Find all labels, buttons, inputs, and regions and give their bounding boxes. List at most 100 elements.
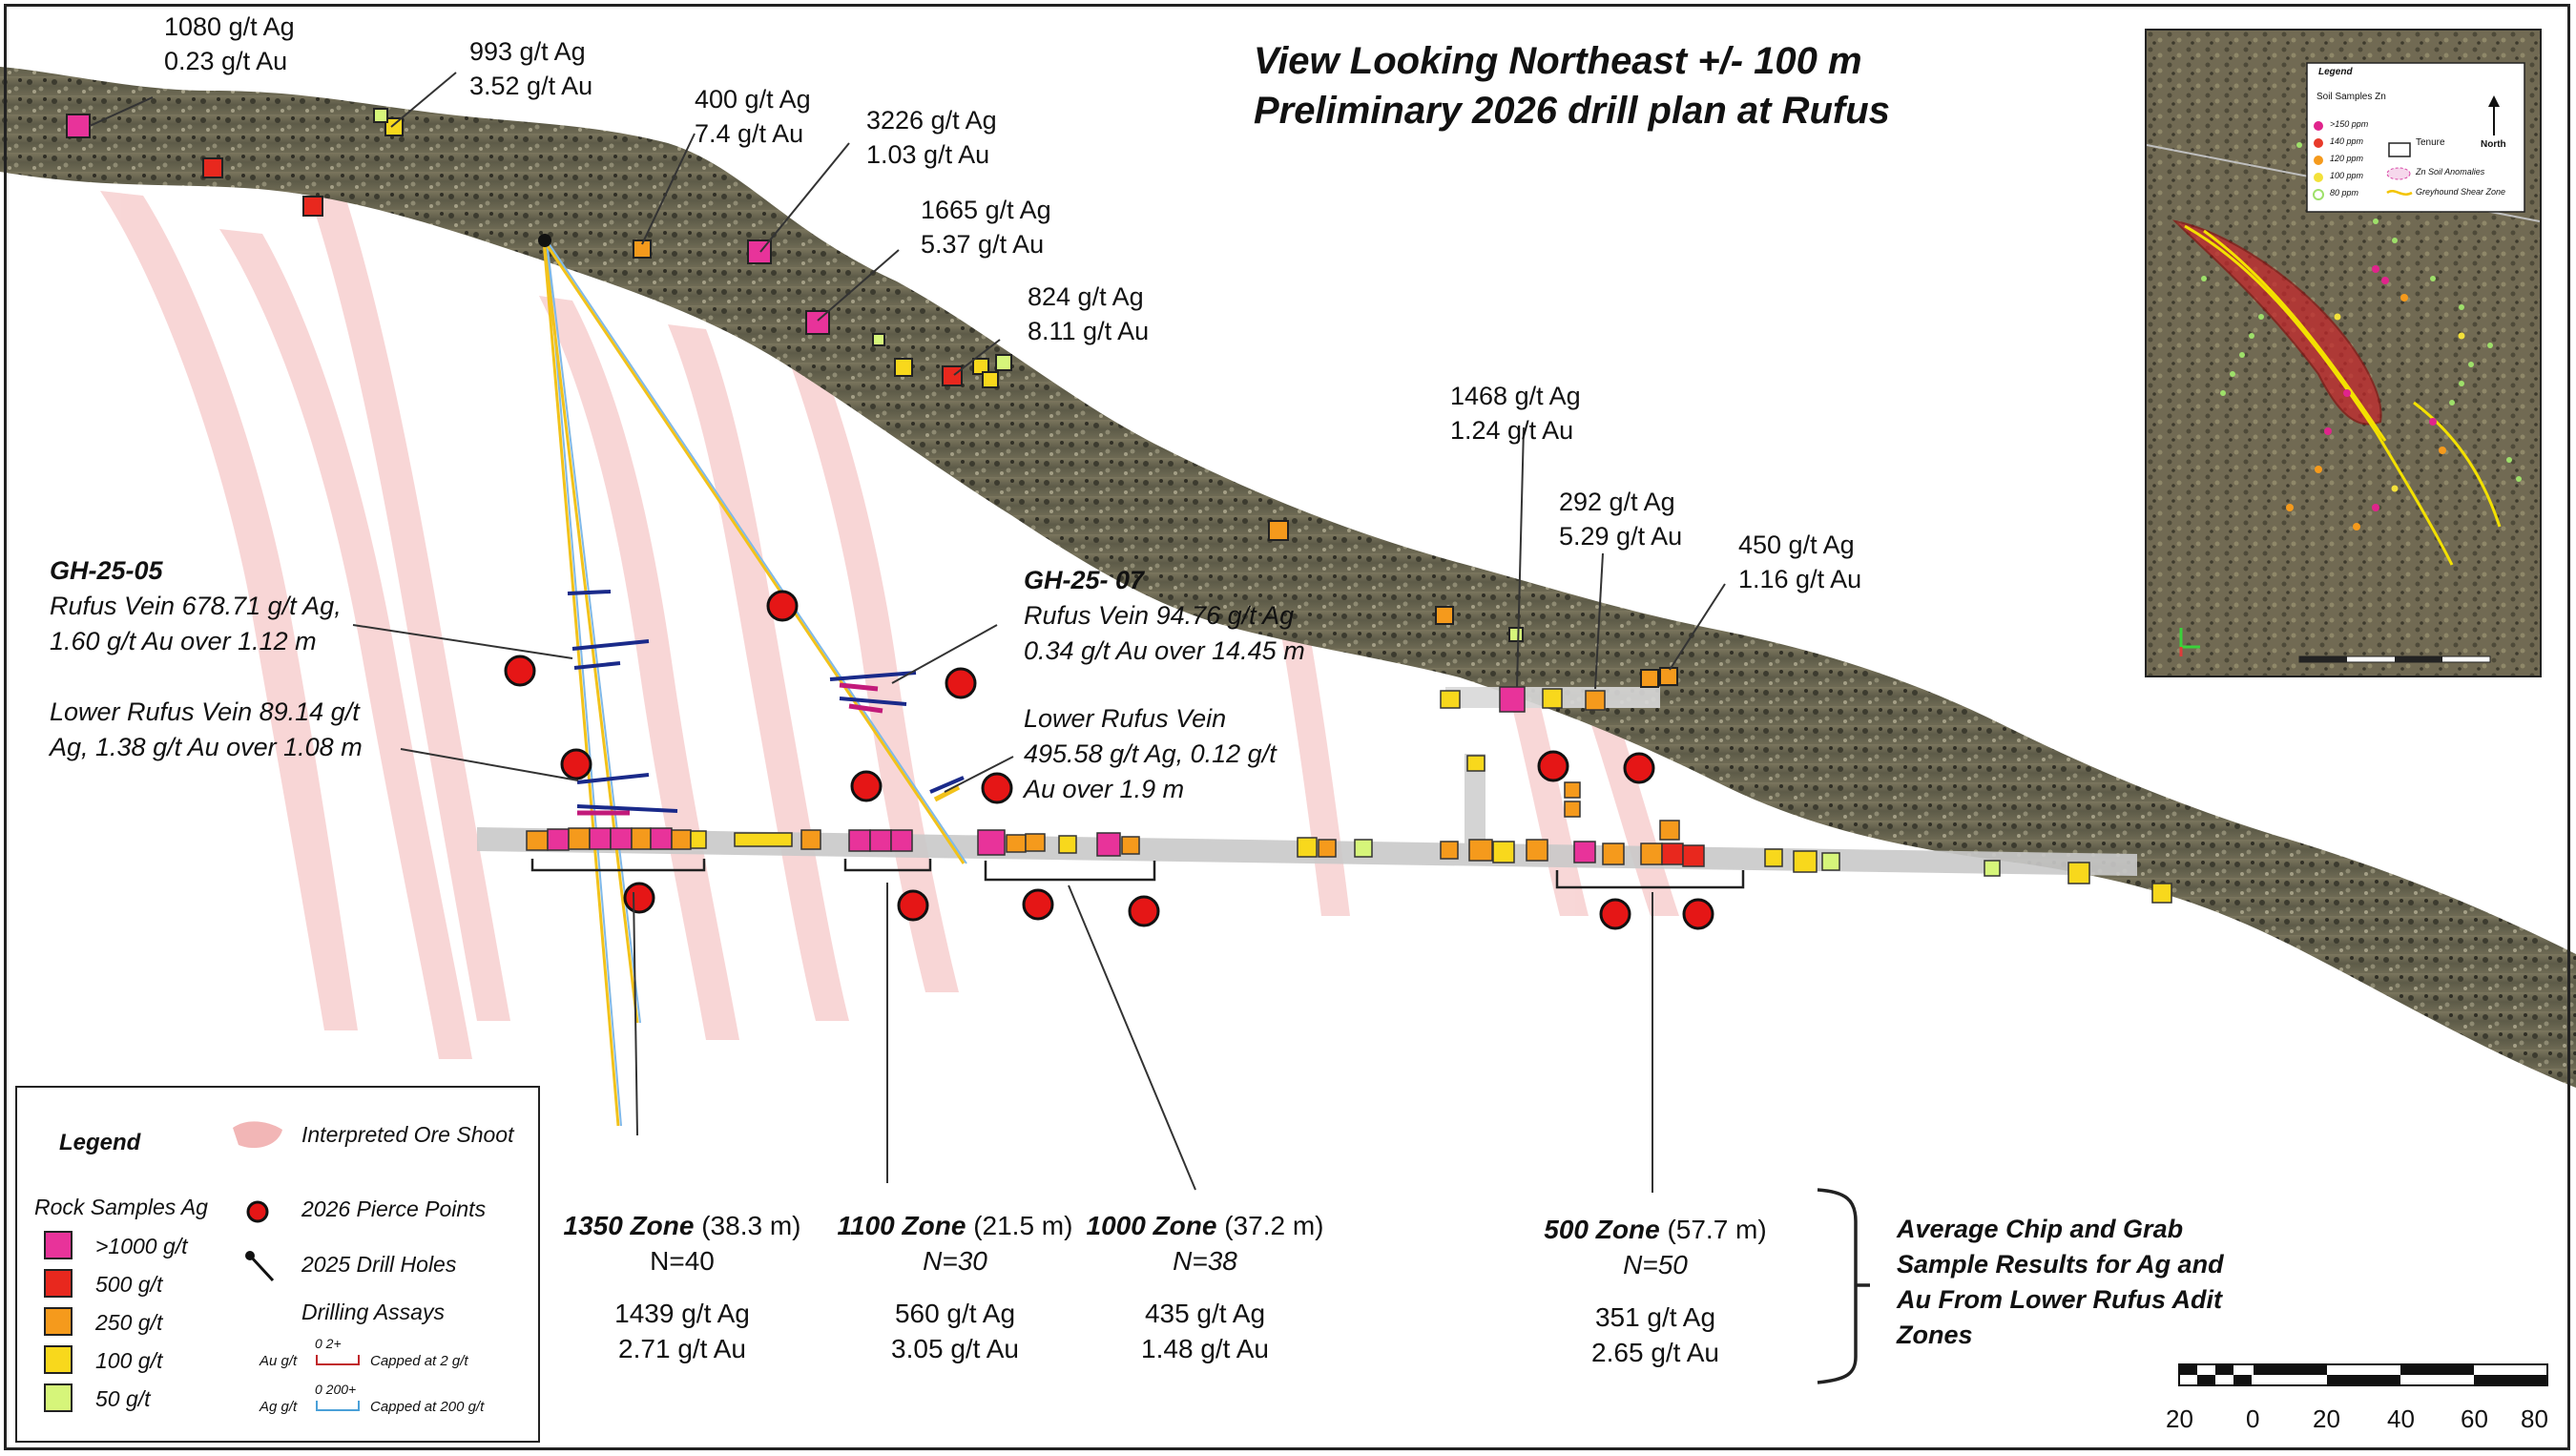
inset-zn-anomalies: Zn Soil Anomalies [2416,167,2485,177]
legend-swatch-100 [44,1345,73,1374]
sample-ag: 1080 g/t Ag [164,12,295,41]
legend-swatch-250 [44,1307,73,1336]
zone-au: 2.65 g/t Au [1591,1338,1719,1367]
inset-legend-title: Legend [2318,67,2353,77]
note-line-4: Zones [1897,1321,1973,1349]
legend-swatch-50 [44,1383,73,1412]
au-assay-cap: Capped at 2 g/t [370,1353,468,1369]
lower-vein-label-05: Lower Rufus Vein 89.14 g/t Ag, 1.38 g/t … [50,695,363,765]
ore-shoot-swatch-icon [233,1121,282,1149]
adit-samples [526,686,2172,904]
scale-tick: 20 [2313,1404,2340,1433]
lower-vein-line-2: Ag, 1.38 g/t Au over 1.08 m [50,733,363,761]
location-inset-map: Legend Soil Samples Zn >150 ppm 140 ppm … [2145,29,2542,677]
pierce-point-icon [246,1200,269,1223]
figure-title: View Looking Northeast +/- 100 m Prelimi… [1254,36,1890,135]
sample-au: 7.4 g/t Au [695,119,804,148]
drill-hole-name: GH-25- 07 [1024,566,1145,594]
note-line-1: Average Chip and Grab [1897,1215,2184,1243]
lower-vein-label-07: Lower Rufus Vein 495.58 g/t Ag, 0.12 g/t… [1024,701,1277,807]
zone-length: (21.5 m) [973,1211,1073,1240]
sample-au: 0.23 g/t Au [164,47,288,75]
legend-rock-samples-title: Rock Samples Ag [34,1195,208,1219]
surface-rock-samples [66,108,1678,688]
ag-assay-label: Ag g/t [260,1399,298,1415]
sample-label-993: 993 g/t Ag 3.52 g/t Au [469,34,592,103]
drill-hole-result: Rufus Vein 94.76 g/t Ag [1024,601,1295,630]
lower-vein-line-3: Au over 1.9 m [1024,775,1185,803]
legend-class-label: 100 g/t [95,1348,163,1373]
pierce-points-2026 [504,590,1714,930]
sample-label-450: 450 g/t Ag 1.16 g/t Au [1738,528,1861,596]
zone-summary-1000: 1000 Zone (37.2 m) N=38 435 g/t Ag 1.48 … [1076,1208,1334,1366]
sample-au: 3.52 g/t Au [469,72,593,100]
zone-length: (57.7 m) [1667,1215,1767,1244]
zone-name: 1000 Zone [1086,1211,1217,1240]
drill-hole-result-2: 1.60 g/t Au over 1.12 m [50,627,317,655]
lower-vein-line-2: 495.58 g/t Ag, 0.12 g/t [1024,739,1277,768]
sample-ag: 400 g/t Ag [695,85,811,114]
drill-hole-result-2: 0.34 g/t Au over 14.45 m [1024,636,1305,665]
inset-soil-class: 80 ppm [2330,188,2359,198]
sample-label-1080: 1080 g/t Ag 0.23 g/t Au [164,10,295,78]
legend-pierce-points: 2026 Pierce Points [301,1196,487,1221]
zone-count: N=50 [1623,1250,1688,1279]
zone-name: 500 Zone [1544,1215,1660,1244]
sample-au: 1.16 g/t Au [1738,565,1862,593]
map-legend: Legend Rock Samples Ag >1000 g/t 500 g/t… [15,1086,540,1443]
sample-label-3226: 3226 g/t Ag 1.03 g/t Au [866,103,997,172]
sample-label-292: 292 g/t Ag 5.29 g/t Au [1559,485,1682,553]
sample-ag: 450 g/t Ag [1738,530,1855,559]
au-assay-range: 0 2+ [315,1336,342,1351]
legend-class-label: 50 g/t [95,1386,151,1411]
zone-summary-1350: 1350 Zone (38.3 m) N=40 1439 g/t Ag 2.71… [553,1208,811,1366]
zone-length: (37.2 m) [1224,1211,1324,1240]
legend-class-label: 250 g/t [95,1310,163,1335]
zone-au: 1.48 g/t Au [1141,1334,1269,1363]
au-assay-bar-icon [316,1355,360,1365]
title-line-1: View Looking Northeast +/- 100 m [1254,40,1862,82]
legend-swatch-1000 [44,1231,73,1259]
zone-summary-500: 500 Zone (57.7 m) N=50 351 g/t Ag 2.65 g… [1527,1212,1784,1370]
sample-label-400: 400 g/t Ag 7.4 g/t Au [695,82,811,151]
inset-map-graphic [2147,31,2540,676]
drill-hole-label-gh-25-07: GH-25- 07 Rufus Vein 94.76 g/t Ag 0.34 g… [1024,563,1305,669]
zone-au: 2.71 g/t Au [618,1334,746,1363]
legend-swatch-500 [44,1269,73,1298]
legend-title: Legend [59,1130,141,1155]
sample-ag: 824 g/t Ag [1028,282,1144,311]
drill-hole-icon [245,1251,275,1282]
zone-count: N=40 [650,1246,715,1276]
scale-bar: 20 0 20 40 60 80 [2166,1362,2549,1439]
scale-bar-graphic [2178,1363,2548,1386]
legend-drilling-assays: Drilling Assays [301,1300,445,1324]
inset-shear-zone: Greyhound Shear Zone [2416,187,2506,197]
drill-hole-label-gh-25-05: GH-25-05 Rufus Vein 678.71 g/t Ag, 1.60 … [50,553,342,659]
zone-ag: 435 g/t Ag [1144,1299,1266,1328]
title-line-2: Preliminary 2026 drill plan at Rufus [1254,90,1890,132]
zone-name: 1350 Zone [563,1211,695,1240]
inset-soil-class: >150 ppm [2330,119,2369,129]
sample-label-824: 824 g/t Ag 8.11 g/t Au [1028,280,1149,348]
sample-au: 5.29 g/t Au [1559,522,1683,551]
legend-class-label: >1000 g/t [95,1234,188,1258]
scale-tick: 60 [2461,1404,2488,1433]
legend-class-label: 500 g/t [95,1272,163,1297]
scale-tick: 80 [2521,1404,2548,1433]
zone-count: N=30 [923,1246,987,1276]
sample-label-1665: 1665 g/t Ag 5.37 g/t Au [921,193,1051,261]
drill-hole-result: Rufus Vein 678.71 g/t Ag, [50,592,342,620]
terrain-surface [0,67,2576,1088]
sample-au: 1.03 g/t Au [866,140,990,169]
sample-au: 8.11 g/t Au [1028,317,1150,345]
sample-au: 1.24 g/t Au [1450,416,1574,445]
zone-length: (38.3 m) [701,1211,801,1240]
average-results-note: Average Chip and Grab Sample Results for… [1897,1212,2224,1353]
sample-ag: 993 g/t Ag [469,37,586,66]
inset-tenure: Tenure [2416,137,2445,148]
sample-label-1468: 1468 g/t Ag 1.24 g/t Au [1450,379,1581,447]
leader-lines [89,72,1726,1193]
zone-name: 1100 Zone [837,1211,966,1240]
